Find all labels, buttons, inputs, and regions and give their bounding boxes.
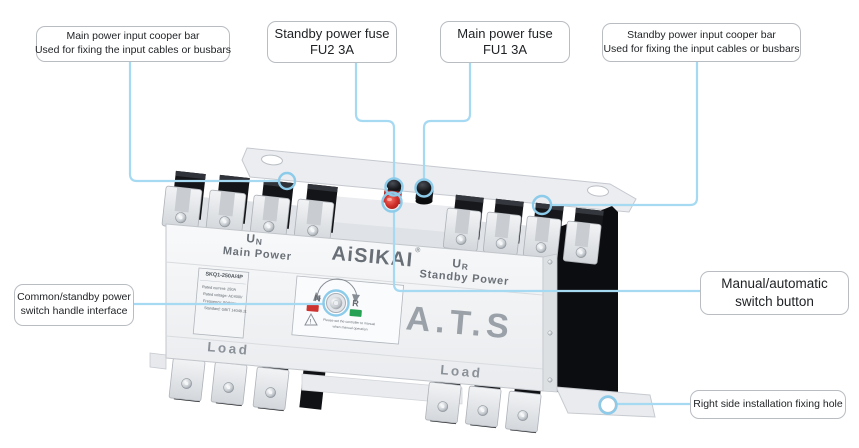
callout-text-line: Manual/automatic <box>721 276 828 292</box>
main-terminal-pole <box>249 179 294 239</box>
standby-fuse-cap <box>386 179 402 191</box>
position-r-label: R <box>352 298 360 309</box>
callout-text-line: FU2 3A <box>309 42 355 57</box>
right-mounting-foot <box>555 386 656 418</box>
spec-row: Rated current: 250A <box>202 285 237 292</box>
warning-text: when manual operation <box>332 324 368 331</box>
spec-label: SKQ1-250A/4P Rated current: 250A Rated v… <box>192 267 250 339</box>
callout-text-line: Right side installation fixing hole <box>693 397 843 410</box>
manual-automatic-button <box>385 195 399 209</box>
load-terminal-pole <box>168 352 206 403</box>
face-right-edge <box>542 253 558 393</box>
callout-main-cooper-bar: Main power input cooper bar Used for fix… <box>34 26 232 62</box>
load-terminal-pole <box>210 356 248 407</box>
spec-row: Rated voltage: AC400V <box>203 292 243 299</box>
switch-handle-dial <box>326 293 346 313</box>
main-terminal-pole <box>293 183 338 243</box>
load-terminals-right <box>425 377 542 434</box>
switch-panel: N R ! Please set the controller to manua… <box>291 275 405 345</box>
callout-main-fuse: Main power fuse FU1 3A <box>440 21 570 63</box>
callout-text-line: Common/standby power <box>17 291 131 304</box>
callout-standby-fuse: Standby power fuse FU2 3A <box>267 21 397 63</box>
callout-text-line: Standby power input cooper bar <box>627 28 776 41</box>
standby-terminal-pole <box>482 198 524 256</box>
callout-switch-handle: Common/standby power switch handle inter… <box>14 284 134 326</box>
load-terminal-pole <box>252 361 290 412</box>
left-base-tab <box>149 352 167 370</box>
callout-text-line: switch button <box>735 294 814 309</box>
spec-row: Standard: GB/T 14048.11 <box>204 306 247 314</box>
load-terminal-pole <box>505 386 542 434</box>
callout-fixing-hole: Right side installation fixing hole <box>690 390 846 419</box>
load-label-right: Load <box>440 362 483 381</box>
callout-text-line: Standby power fuse <box>274 25 390 41</box>
warning-text: Please set the controller to manual <box>323 318 376 327</box>
right-fixing-hole <box>599 396 617 414</box>
callout-manual-switch-button: Manual/automatic switch button <box>700 271 849 315</box>
switch-arc <box>316 278 358 301</box>
r-green-indicator <box>349 309 362 317</box>
warning-triangle-icon: ! <box>304 312 318 326</box>
load-terminal-pole <box>425 377 462 425</box>
callout-text-line: Used for fixing the input cables or busb… <box>603 42 800 55</box>
n-red-indicator <box>306 304 319 312</box>
callout-standby-cooper-bar: Standby power input cooper bar Used for … <box>602 23 801 62</box>
standby-terminal-pole <box>522 202 564 260</box>
svg-text:!: ! <box>310 320 312 326</box>
standby-terminal-pole <box>562 207 604 265</box>
bottom-base-plate <box>301 373 463 405</box>
callout-text-line: switch handle interface <box>20 305 128 317</box>
callout-text-line: Used for fixing the input cables or busb… <box>34 44 232 56</box>
main-fuse-cap <box>416 180 432 193</box>
spec-row: Frequency: 50/60Hz <box>203 299 238 306</box>
main-power-symbol: UN <box>246 231 264 247</box>
callout-text-line: Main power input cooper bar <box>66 30 200 43</box>
callout-text-line: Main power fuse <box>457 25 553 41</box>
callout-text-line: FU1 3A <box>482 42 528 57</box>
load-terminal-pole <box>465 381 502 429</box>
spec-model-text: SKQ1-250A/4P <box>205 271 243 280</box>
position-n-label: N <box>314 293 321 304</box>
ats-label: A.T.S <box>404 299 515 346</box>
load-label-left: Load <box>207 339 250 358</box>
main-terminal-pole <box>161 170 206 230</box>
standby-terminal-pole <box>442 194 484 252</box>
load-terminals-left <box>168 352 326 412</box>
